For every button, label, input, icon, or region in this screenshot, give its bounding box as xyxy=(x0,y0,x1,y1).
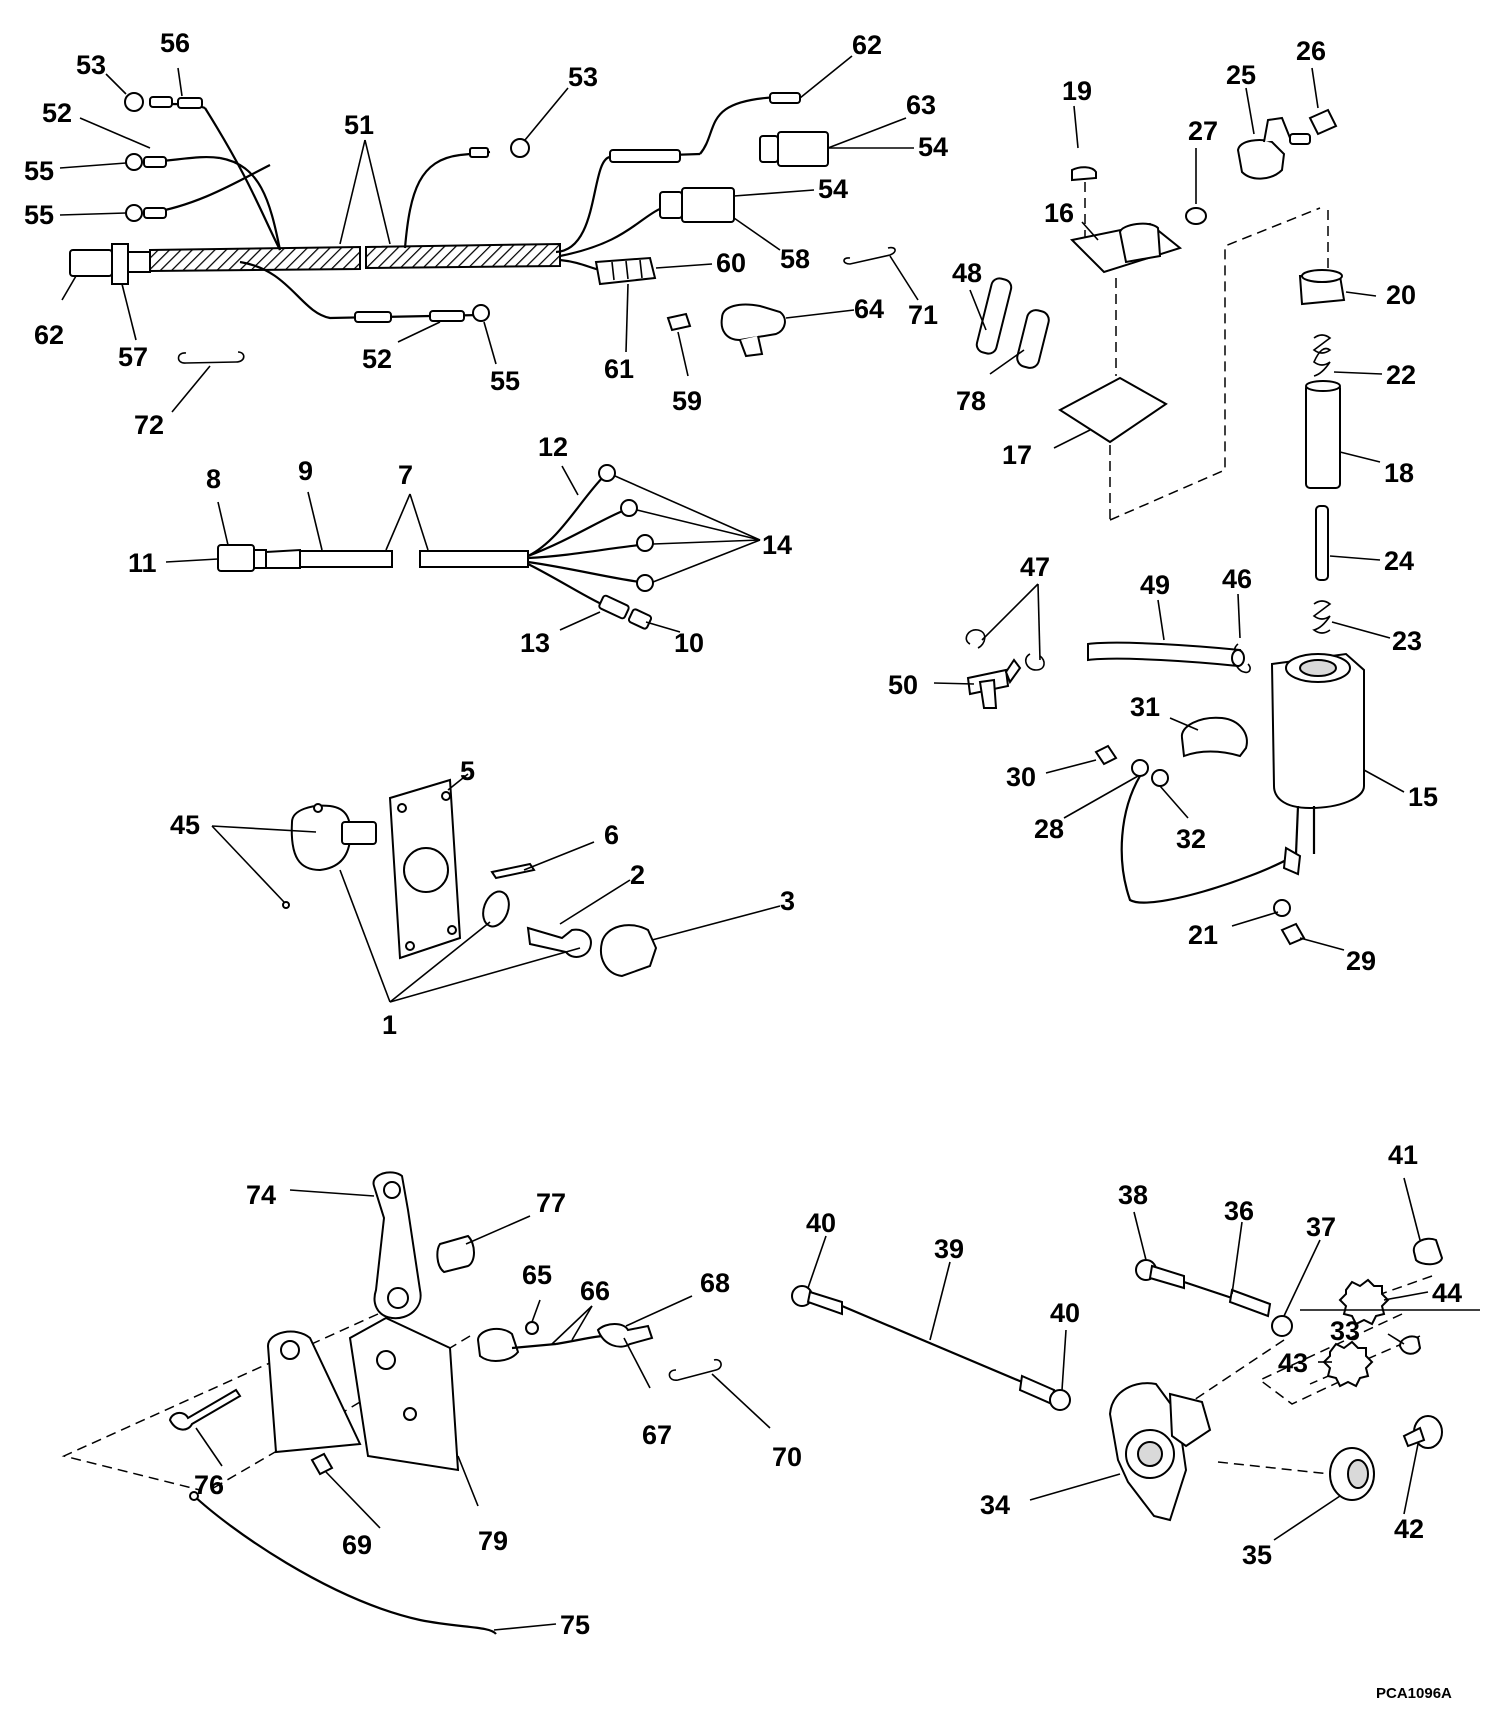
callout-13: 13 xyxy=(520,628,550,658)
callout-28: 28 xyxy=(1034,814,1064,844)
callout-76: 76 xyxy=(194,1470,224,1500)
callout-22: 22 xyxy=(1386,360,1416,390)
callout-53: 53 xyxy=(76,50,106,80)
callout-15: 15 xyxy=(1408,782,1438,812)
callout-40: 40 xyxy=(806,1208,836,1238)
callout-33: 33 xyxy=(1330,1316,1360,1346)
callout-69: 69 xyxy=(342,1530,372,1560)
callout-57: 57 xyxy=(118,342,148,372)
callout-14: 14 xyxy=(762,530,792,560)
callout-54: 54 xyxy=(818,174,848,204)
callout-18: 18 xyxy=(1384,458,1414,488)
callout-labels: 56 53 52 55 55 51 53 62 63 54 54 58 60 6… xyxy=(24,28,1462,1702)
callout-3: 3 xyxy=(780,886,795,916)
callout-23: 23 xyxy=(1392,626,1422,656)
callout-58: 58 xyxy=(780,244,810,274)
callout-59: 59 xyxy=(672,386,702,416)
callout-47: 47 xyxy=(1020,552,1050,582)
link-rods-group xyxy=(791,1237,1444,1522)
callout-55: 55 xyxy=(490,366,520,396)
solenoid-group xyxy=(965,108,1365,946)
callout-19: 19 xyxy=(1062,76,1092,106)
callout-9: 9 xyxy=(298,456,313,486)
callout-27: 27 xyxy=(1188,116,1218,146)
callout-51: 51 xyxy=(344,110,374,140)
callout-7: 7 xyxy=(398,460,413,490)
callout-72: 72 xyxy=(134,410,164,440)
callout-34: 34 xyxy=(980,1490,1010,1520)
callout-40: 40 xyxy=(1050,1298,1080,1328)
part-drawings xyxy=(61,92,1444,1635)
callout-35: 35 xyxy=(1242,1540,1272,1570)
callout-8: 8 xyxy=(206,464,221,494)
callout-71: 71 xyxy=(908,300,938,330)
callout-43: 43 xyxy=(1278,1348,1308,1378)
callout-46: 46 xyxy=(1222,564,1252,594)
secondary-harness xyxy=(217,464,654,630)
callout-1: 1 xyxy=(382,1010,397,1040)
callout-10: 10 xyxy=(674,628,704,658)
callout-74: 74 xyxy=(246,1180,276,1210)
callout-64: 64 xyxy=(854,294,884,324)
callout-48: 48 xyxy=(952,258,982,288)
callout-63: 63 xyxy=(906,90,936,120)
callout-32: 32 xyxy=(1176,824,1206,854)
callout-44: 44 xyxy=(1432,1278,1462,1308)
callout-31: 31 xyxy=(1130,692,1160,722)
callout-53: 53 xyxy=(568,62,598,92)
main-wiring-harness xyxy=(69,92,896,364)
callout-78: 78 xyxy=(956,386,986,416)
callout-30: 30 xyxy=(1006,762,1036,792)
callout-62: 62 xyxy=(34,320,64,350)
callout-5: 5 xyxy=(460,756,475,786)
callout-12: 12 xyxy=(538,432,568,462)
callout-11: 11 xyxy=(128,548,157,578)
callout-65: 65 xyxy=(522,1260,552,1290)
callout-70: 70 xyxy=(772,1442,802,1472)
callout-25: 25 xyxy=(1226,60,1256,90)
callout-55: 55 xyxy=(24,200,54,230)
callout-39: 39 xyxy=(934,1234,964,1264)
callout-66: 66 xyxy=(580,1276,610,1306)
callout-67: 67 xyxy=(642,1420,672,1450)
callout-29: 29 xyxy=(1346,946,1376,976)
callout-56: 56 xyxy=(160,28,190,58)
callout-36: 36 xyxy=(1224,1196,1254,1226)
callout-77: 77 xyxy=(536,1188,566,1218)
callout-24: 24 xyxy=(1384,546,1414,576)
callout-75: 75 xyxy=(560,1610,590,1640)
callout-21: 21 xyxy=(1188,920,1218,950)
callout-68: 68 xyxy=(700,1268,730,1298)
callout-16: 16 xyxy=(1044,198,1074,228)
drawing-code: PCA1096A xyxy=(1376,1685,1452,1702)
callout-20: 20 xyxy=(1386,280,1416,310)
callout-6: 6 xyxy=(604,820,619,850)
ignition-switch-group xyxy=(282,778,658,978)
callout-79: 79 xyxy=(478,1526,508,1556)
callout-41: 41 xyxy=(1388,1140,1418,1170)
callout-55: 55 xyxy=(24,156,54,186)
callout-45: 45 xyxy=(170,810,200,840)
callout-42: 42 xyxy=(1394,1514,1424,1544)
callout-54: 54 xyxy=(918,132,948,162)
linkage-group xyxy=(61,1171,722,1635)
callout-2: 2 xyxy=(630,860,645,890)
callout-50: 50 xyxy=(888,670,918,700)
callout-49: 49 xyxy=(1140,570,1170,600)
callout-61: 61 xyxy=(604,354,634,384)
callout-52: 52 xyxy=(42,98,72,128)
callout-52: 52 xyxy=(362,344,392,374)
callout-38: 38 xyxy=(1118,1180,1148,1210)
callout-60: 60 xyxy=(716,248,746,278)
callout-37: 37 xyxy=(1306,1212,1336,1242)
callout-26: 26 xyxy=(1296,36,1326,66)
callout-62: 62 xyxy=(852,30,882,60)
leader-lines xyxy=(59,55,1480,1631)
callout-17: 17 xyxy=(1002,440,1032,470)
